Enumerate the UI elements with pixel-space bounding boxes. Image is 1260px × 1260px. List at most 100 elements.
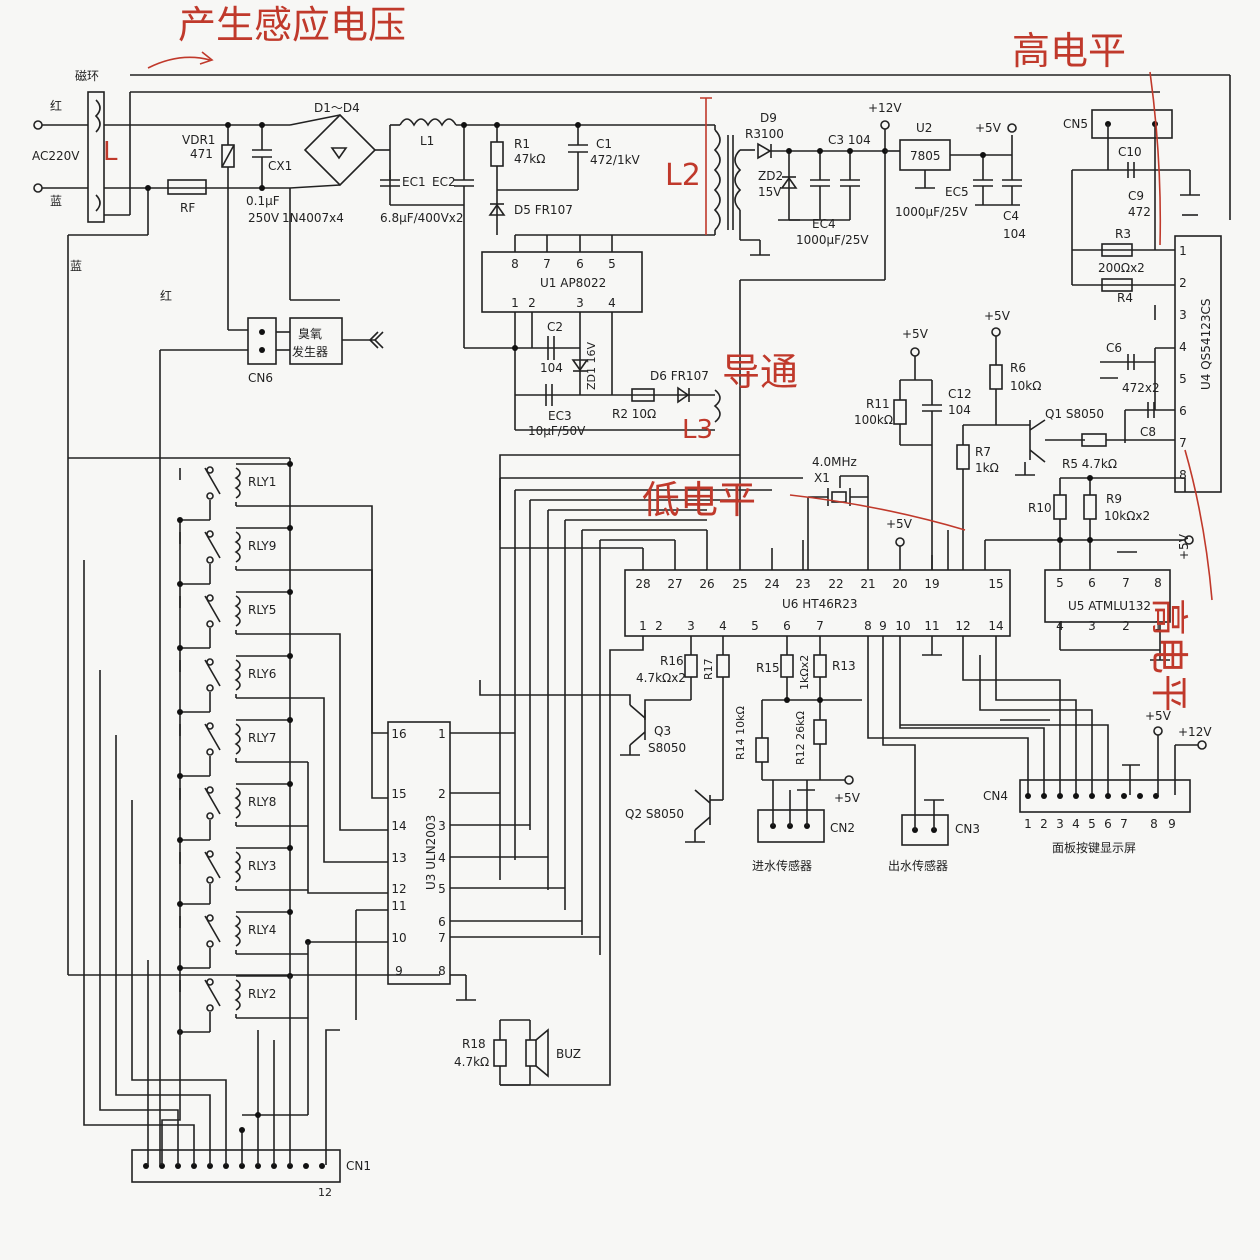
crystal-x1: 4.0MHz X1 +5V [807,455,949,570]
r6-label: R6 [1010,361,1026,375]
cn2-plus5: +5V [834,791,861,805]
u6-pin-bottom: 6 [783,619,791,633]
vdr1-value: 471 [190,147,213,161]
u3-pin-left: 10 [391,931,406,945]
relay-label: RLY3 [248,859,276,873]
q1-label: Q1 S8050 [1045,407,1104,421]
r15-label: R15 [756,661,780,675]
u5-label: U5 ATMLU132 [1068,599,1151,613]
u6-pin-bottom: 9 [879,619,887,633]
r11-plus5: +5V [902,327,929,341]
c1-value: 472/1kV [590,153,641,167]
c9-value: 472 [1128,205,1151,219]
zd2-label: ZD2 [758,169,783,183]
cn1-count: 12 [318,1186,332,1199]
relay-label: RLY8 [248,795,276,809]
relay-contact [206,492,214,500]
relay-junction [177,965,183,971]
cn4-pin-number: 2 [1040,817,1048,831]
r11-label: R11 [866,397,890,411]
r16-label: R16 [660,654,684,668]
c8-label: C8 [1140,425,1156,439]
relay-driver-wire [307,762,388,894]
u6-pin-top: 26 [699,577,714,591]
u6-pin-bottom: 2 [655,619,663,633]
relay-contact [206,812,214,820]
u6-pin-top: 25 [732,577,747,591]
u6-pin-top: 22 [828,577,843,591]
c12-label: C12 [948,387,972,401]
cn1-pin-dot [271,1163,277,1169]
cn4-pin-dot [1137,793,1143,799]
relay-contact [206,876,214,884]
u1-pin-bottom: 4 [608,296,616,310]
u5-pin-bottom: 1 [1154,619,1162,633]
relay-junction [287,781,293,787]
relay-contact [206,620,214,628]
bridge-value: 1N4007x4 [282,211,344,225]
relay-contact [206,748,214,756]
u5-pin-top: 8 [1154,576,1162,590]
r14-label: R14 10kΩ [734,706,747,760]
cn4-pin-number: 6 [1104,817,1112,831]
cn4-pin-dot [1057,793,1063,799]
ec4-label: EC4 [812,217,836,231]
cn1-pin-dot [207,1163,213,1169]
u6-pin-top: 24 [764,577,779,591]
cn4-pin-dot [1089,793,1095,799]
relay-coil [234,979,241,1011]
cn1-pin-dot [255,1163,261,1169]
u2-label: U2 [916,121,932,135]
u3-pin-right: 1 [438,727,446,741]
relay-coil [234,659,241,691]
c2-label: C2 [547,320,563,334]
r5-label: R5 4.7kΩ [1062,457,1117,471]
r18-value: 4.7kΩ [454,1055,489,1069]
cn1-pin-dot [319,1163,325,1169]
relay-label: RLY6 [248,667,276,681]
plus5-label: +5V [975,121,1002,135]
d9-label: D9 [760,111,777,125]
u4-pin: 2 [1179,276,1187,290]
relay-driver-wire [308,697,388,863]
u2-7805: 7805 U2 EC5 1000μF/25V +5V C4 104 [885,121,1026,241]
r15-value: 1kΩx2 [798,655,811,690]
relay-driver-wire [308,569,388,799]
relay-junction [287,589,293,595]
r3-label: R3 [1115,227,1131,241]
u1-label: U1 AP8022 [540,276,606,290]
r2-label: R2 10Ω [612,407,656,421]
cn6-label: CN6 [248,371,273,385]
ec5-value: 1000μF/25V [895,205,968,219]
ec1-label: EC1 [402,175,426,189]
relay-junction [177,901,183,907]
relay-rly8: RLY8 [177,781,308,843]
relay-coil [234,915,241,947]
u5-pin-bottom: 2 [1122,619,1130,633]
r13-label: R13 [832,659,856,673]
ec-value: 6.8μF/400Vx2 [380,211,464,225]
u6-pin-bottom: 3 [687,619,695,633]
u4-pin: 4 [1179,340,1187,354]
d5-label: D5 FR107 [514,203,573,217]
secondary-output: D9 R3100 ZD2 15V EC4 1000μF/25V C3 104 +… [739,101,902,455]
u3-pin-left: 14 [391,819,406,833]
buzzer-circuit: R18 4.7kΩ BUZ [454,1019,581,1086]
relay-contact [206,1004,214,1012]
u6-pin-bottom: 11 [924,619,939,633]
relay-contact [206,594,214,602]
bridge-rectifier: D1～D4 1N4007x4 [282,101,391,225]
annotation-high-level-top: 高电平 [1012,29,1126,73]
r3-value: 200Ωx2 [1098,261,1145,275]
transformer [515,125,742,423]
cn2-label: CN2 [830,821,855,835]
snubber: R1 47kΩ C1 472/1kV D5 FR107 [488,122,641,235]
r6-plus5: +5V [984,309,1011,323]
annotation-low-level: 低电平 [642,478,756,522]
r7-value: 1kΩ [975,461,999,475]
u1-pin-bottom: 3 [576,296,584,310]
r9-label: R9 [1106,492,1122,506]
